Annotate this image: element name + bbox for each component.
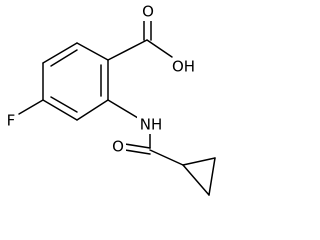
atom-label-carbonyl-oxygen: O [142, 3, 154, 21]
amide-double-bond-a [124, 143, 151, 149]
ring-bond-4 [42, 99, 78, 121]
carboxylic-acid-group [107, 15, 173, 61]
atom-label-fluorine: F [7, 112, 16, 130]
cyclopropyl-bond-3 [182, 164, 210, 196]
cyclopropyl-bond-1 [182, 157, 216, 166]
bond-ring-to-carboxyl [107, 39, 148, 61]
chemical-structure-diagram: O OH F NH O [3, 2, 216, 196]
bond-carbonyl-to-cyclopropyl [149, 149, 184, 166]
cyclopropyl-ring [182, 157, 216, 196]
amide-group [107, 99, 184, 166]
atom-label-hydroxyl: OH [172, 58, 195, 76]
atom-labels: O OH F NH O [3, 3, 198, 156]
ring-bond-5 [76, 99, 109, 121]
cyclopropyl-bond-2 [208, 157, 216, 196]
benzene-ring [42, 42, 109, 121]
ring-double-bond-inner-2 [50, 96, 78, 113]
ring-double-bond-inner-1 [50, 49, 78, 67]
ring-bond-1 [76, 42, 109, 61]
atom-label-amide-oxygen: O [112, 138, 124, 156]
amide-double-bond-b [124, 149, 151, 155]
bond-ring-to-nh [107, 99, 139, 119]
bond-carboxyl-to-oh [146, 39, 173, 58]
bond-ring-to-fluorine [18, 99, 44, 115]
atom-label-amide-nh: NH [140, 116, 163, 134]
ring-bond-2 [42, 42, 78, 64]
